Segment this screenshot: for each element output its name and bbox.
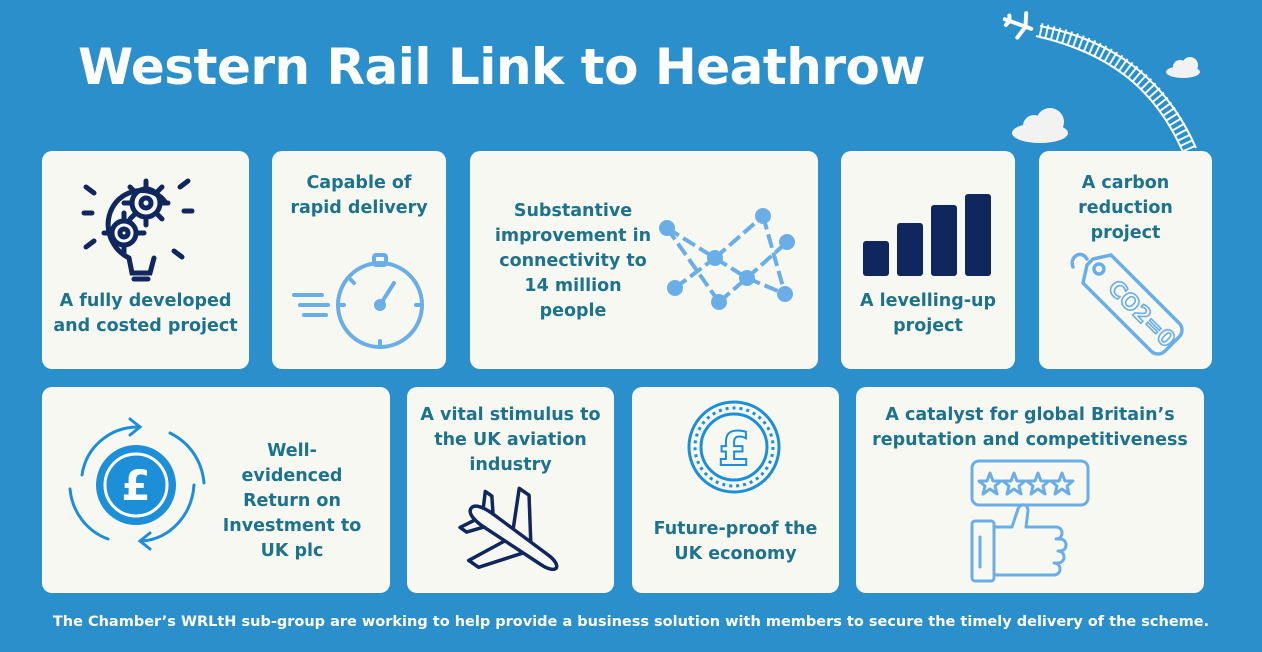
card-label-line: connectivity to [499,251,647,271]
bar-chart-icon [863,194,991,276]
card-carbon: A carbon reduction project CO2=0 [1039,151,1212,369]
card-label-line: A vital stimulus to [420,405,601,425]
card-label-line: and costed project [53,316,238,336]
svg-text:£: £ [718,422,750,476]
card-label-line: A fully developed [59,291,232,311]
card-label-line: reputation and competitiveness [872,430,1188,450]
card-rapid-delivery: Capable of rapid delivery [272,151,446,369]
card-label-line: Return on [243,491,341,511]
card-aviation: A vital stimulus to the UK aviation indu… [407,387,614,593]
card-label-line: the UK aviation [434,430,587,450]
stopwatch-icon [292,253,424,349]
card-catalyst: A catalyst for global Britain’s reputati… [856,387,1204,593]
card-label-line: improvement in [494,226,652,246]
card-label-line: A levelling-up [859,291,996,311]
card-label-line: people [539,301,607,321]
card-levelling-up: A levelling-up project [841,151,1015,369]
gears-lightbulb-icon [81,178,195,282]
card-label-line: project [893,316,963,336]
card-label-line: reduction [1078,198,1173,218]
card-label-line: industry [469,455,552,475]
card-label-line: Future-proof the [653,519,818,539]
card-roi: £ Well-evidenced Return on Investment to… [42,387,390,593]
page-title: Western Rail Link to Heathrow [78,38,926,96]
footer-note: The Chamber’s WRLtH sub-group are workin… [52,614,1210,630]
airplane-icon [458,486,559,572]
co2-tag-icon: CO2=0 [1070,252,1184,356]
cloud-icon [1012,108,1068,143]
card-label-line: rapid delivery [290,198,428,218]
card-label-line: UK plc [260,541,324,561]
card-future-proof: £ Future-proof the UK economy [632,387,839,593]
pound-cycle-icon: £ [68,417,206,551]
cloud-icon [1166,57,1200,78]
card-label-line: Investment to [222,516,362,536]
card-label-line: A catalyst for global Britain’s [885,405,1175,425]
card-connectivity: Substantive improvement in connectivity … [470,151,818,369]
card-fully-developed: A fully developed and costed project [42,151,249,369]
svg-text:£: £ [121,461,150,510]
plane-icon [1002,11,1034,40]
card-label-line: UK economy [674,544,797,564]
network-nodes-icon [659,208,795,310]
card-label-line: project [1090,223,1161,243]
card-label-line: A carbon [1081,173,1170,193]
card-label-line: Capable of [306,173,412,193]
pound-coin-icon: £ [687,400,781,494]
card-label-line: Substantive [513,201,633,221]
thumbs-up-stars-icon [970,459,1090,583]
card-label-line: 14 million [524,276,622,296]
card-label-line: Well-evidenced [241,441,343,486]
